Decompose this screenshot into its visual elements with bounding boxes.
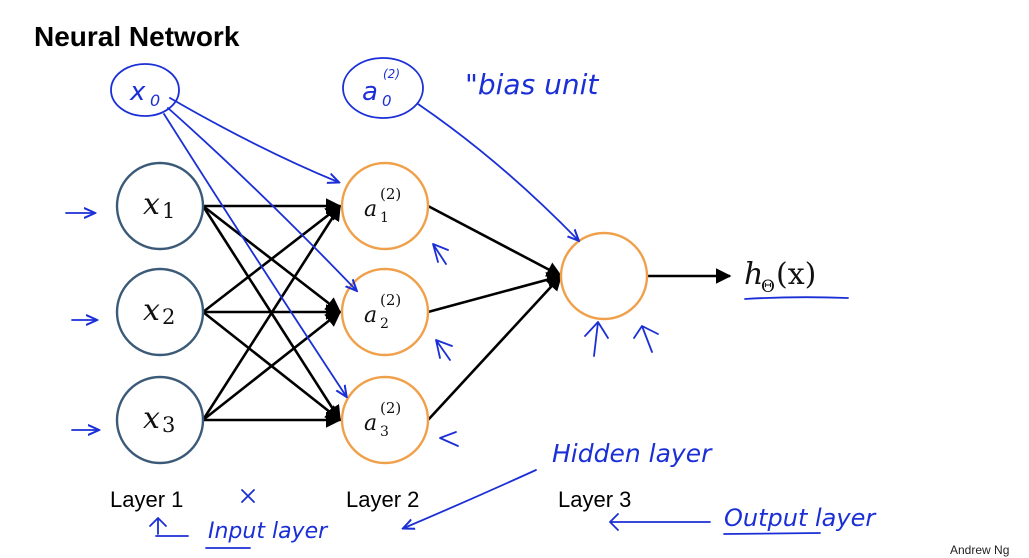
hidden-node-a2: a (2) 2	[340, 267, 430, 357]
node-sub: 1	[162, 199, 175, 223]
hidden-output-edges	[427, 204, 732, 421]
hidden-node-a3: a (2) 3	[340, 375, 430, 465]
layer-3-label: Layer 3	[558, 487, 631, 512]
input-layer-note: Input layer	[208, 519, 329, 544]
author-credit: Andrew Ng	[950, 543, 1009, 557]
edge-x3-a2	[202, 310, 342, 422]
node-sub: 2	[380, 316, 389, 332]
edge-x3-a1	[201, 204, 342, 421]
hidden-node-a1: a (2) 1	[340, 161, 430, 251]
edge-a1-out	[427, 204, 563, 278]
hidden-mark-1	[432, 243, 449, 265]
handwritten-annotations: x 0 a (2) 0 "bias unit Hidden layer Inpu…	[65, 57, 877, 549]
input-node-x2: x 2	[115, 267, 205, 357]
node-sub: 3	[380, 424, 389, 440]
output-layer-underline	[723, 532, 821, 535]
input-node-x3: x 3	[115, 375, 205, 465]
output-layer-arrow	[609, 513, 711, 531]
a0-to-output-arrow	[417, 103, 578, 240]
edge-a3-out	[427, 274, 563, 421]
output-layer-note: Output layer	[724, 504, 877, 532]
bias-unit-note: "bias unit	[465, 68, 599, 101]
hypothesis-underline	[744, 296, 849, 300]
output-mark-2	[633, 325, 659, 353]
output-mark-1	[584, 321, 609, 357]
input-layer-arrow	[149, 517, 167, 535]
theta-subscript: Θ	[761, 277, 775, 297]
x0-subscript: 0	[150, 91, 160, 110]
hidden-mark-3	[439, 431, 459, 447]
node-sub: 1	[380, 210, 389, 226]
hidden-layer-nodes: a (2) 1 a (2) 2 a (2) 3	[340, 161, 430, 465]
layer-2-label: Layer 2	[346, 487, 419, 512]
a0-circle	[342, 57, 424, 119]
node-var: a	[364, 303, 377, 328]
node-var: x	[143, 293, 160, 328]
hidden-mark-2	[435, 339, 453, 361]
hidden-layer-note: Hidden layer	[552, 439, 713, 468]
node-var: x	[143, 187, 160, 222]
x0-to-a1-arrow	[169, 97, 338, 182]
x0-circle	[110, 63, 180, 117]
a0-letter: a	[362, 77, 378, 107]
a0-superscript: (2)	[383, 67, 400, 81]
hidden-layer-arrow	[404, 469, 537, 528]
node-var: a	[364, 197, 377, 222]
node-sub: 2	[162, 305, 175, 329]
layer-1-label: Layer 1	[110, 487, 183, 512]
slide-title: Neural Network	[34, 21, 240, 52]
h-symbol: h	[744, 257, 763, 292]
input-node-x1: x 1	[115, 161, 205, 251]
cross-mark	[241, 489, 255, 503]
output-node	[559, 231, 649, 321]
edge-x2-a1	[202, 204, 342, 314]
x0-letter: x	[129, 77, 146, 107]
edge-a2-out	[427, 272, 563, 314]
paren-x: (x)	[776, 257, 816, 292]
node-sup: (2)	[380, 185, 401, 203]
node-var: a	[364, 411, 377, 436]
x0-to-a2-arrow	[167, 107, 356, 290]
node-var: x	[143, 401, 160, 436]
a0-subscript: 0	[382, 92, 392, 110]
input-hidden-edges	[201, 198, 342, 428]
x0-to-a3-arrow	[163, 113, 346, 396]
node-sub: 3	[162, 413, 175, 437]
hypothesis-label: h Θ (x)	[744, 257, 849, 300]
node-sup: (2)	[380, 291, 401, 309]
node-sup: (2)	[380, 399, 401, 417]
input-layer-nodes: x 1 x 2 x 3	[115, 161, 205, 465]
